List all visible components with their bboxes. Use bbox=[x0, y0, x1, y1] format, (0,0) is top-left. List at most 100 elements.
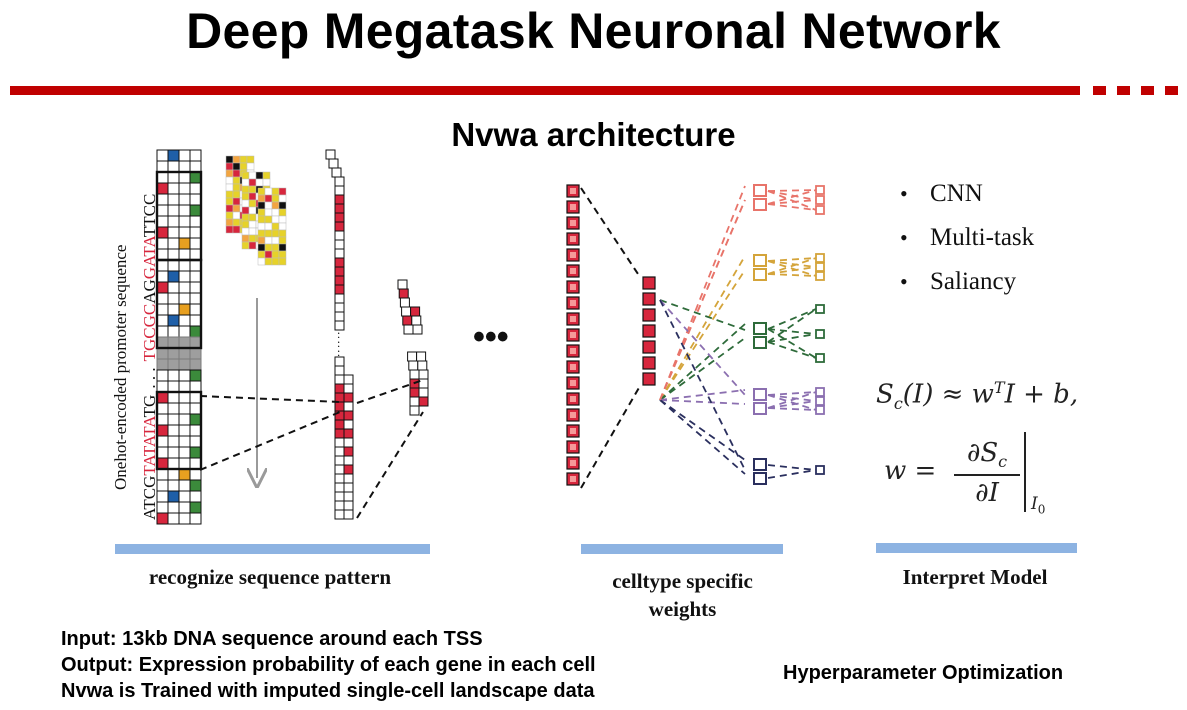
conv-cell bbox=[334, 212, 345, 223]
onehot-cell bbox=[156, 479, 169, 492]
filter-cell bbox=[257, 201, 266, 210]
onehot-cell bbox=[178, 193, 191, 206]
output-connection bbox=[767, 328, 817, 335]
filter-cell bbox=[246, 162, 255, 171]
conv-cell bbox=[334, 239, 345, 250]
onehot-cell bbox=[178, 446, 191, 459]
output-unit bbox=[815, 195, 825, 205]
onehot-cell bbox=[156, 182, 169, 195]
filter-cell bbox=[225, 169, 234, 178]
onehot-cell bbox=[167, 314, 180, 327]
onehot-cell bbox=[178, 512, 191, 525]
onehot-cell bbox=[167, 215, 180, 228]
onehot-cell bbox=[167, 292, 180, 305]
filter-cell bbox=[255, 171, 264, 180]
conv-cell bbox=[334, 437, 345, 448]
output-unit bbox=[815, 185, 825, 195]
filter-cell bbox=[241, 227, 250, 236]
output-connection bbox=[767, 469, 817, 479]
bottleneck-layer bbox=[642, 276, 656, 386]
onehot-cell bbox=[189, 182, 202, 195]
onehot-cell bbox=[178, 479, 191, 492]
dna-sequence-text: ATCGTATATATG. . .TGCGCAGGATATTCC bbox=[140, 194, 159, 520]
filter-cell bbox=[264, 187, 273, 196]
conv-cell bbox=[334, 266, 345, 277]
filter-cell bbox=[271, 222, 280, 231]
dense-unit-core bbox=[570, 460, 576, 466]
output-connection bbox=[767, 190, 817, 211]
onehot-cell bbox=[156, 281, 169, 294]
conv-cell bbox=[334, 203, 345, 214]
continuation-dots: : bbox=[337, 336, 340, 350]
filter-cell bbox=[255, 178, 264, 187]
section-divider bbox=[876, 543, 1077, 553]
conv-cell bbox=[343, 419, 354, 430]
masked-cell bbox=[189, 347, 202, 360]
conv-cell bbox=[343, 437, 354, 448]
info-input: Input: 13kb DNA sequence around each TSS bbox=[61, 628, 483, 650]
output-connection bbox=[767, 273, 817, 277]
filter-cell bbox=[225, 197, 234, 206]
conv-cell bbox=[334, 311, 345, 322]
masked-cell bbox=[156, 358, 169, 371]
onehot-cell bbox=[178, 204, 191, 217]
conv-cell bbox=[334, 248, 345, 259]
onehot-cell bbox=[167, 512, 180, 525]
onehot-cell bbox=[167, 402, 180, 415]
filter-cell bbox=[248, 220, 257, 229]
celltype-connection bbox=[659, 255, 746, 401]
section-divider bbox=[115, 544, 430, 554]
onehot-cell bbox=[167, 149, 180, 162]
output-connection bbox=[767, 394, 817, 411]
filter-cell bbox=[225, 225, 234, 234]
onehot-cell bbox=[178, 237, 191, 250]
celltype-unit bbox=[753, 254, 767, 267]
filter-cell bbox=[239, 155, 248, 164]
title-underline-dash bbox=[1165, 86, 1178, 95]
filter-cell bbox=[241, 185, 250, 194]
onehot-cell bbox=[189, 369, 202, 382]
saliency-formula: Sc(I) ≈ wTI + b, bbox=[876, 378, 1079, 413]
output-unit bbox=[815, 304, 825, 314]
onehot-cell bbox=[189, 325, 202, 338]
onehot-cell bbox=[156, 259, 169, 272]
onehot-cell bbox=[156, 215, 169, 228]
filter-cell bbox=[257, 215, 266, 224]
conv-cell bbox=[411, 315, 422, 326]
filter-cell bbox=[278, 250, 287, 259]
onehot-cell bbox=[189, 281, 202, 294]
onehot-cell bbox=[178, 149, 191, 162]
celltype-unit bbox=[753, 268, 767, 281]
conv-cell bbox=[334, 365, 345, 376]
title-underline-dash bbox=[1093, 86, 1106, 95]
output-connection bbox=[767, 400, 817, 409]
dense-unit-core bbox=[570, 268, 576, 274]
conv-cell bbox=[334, 419, 345, 430]
dense-unit-core bbox=[570, 348, 576, 354]
onehot-cell bbox=[178, 281, 191, 294]
onehot-cell bbox=[189, 457, 202, 470]
onehot-cell bbox=[189, 204, 202, 217]
bottleneck-unit bbox=[642, 292, 656, 306]
filter-cell bbox=[241, 213, 250, 222]
conv-cell bbox=[334, 374, 345, 385]
filter-cell bbox=[248, 199, 257, 208]
onehot-cell bbox=[156, 501, 169, 514]
conv-cell bbox=[402, 315, 413, 326]
conv-cell bbox=[343, 401, 354, 412]
masked-cell bbox=[167, 358, 180, 371]
dense-unit-core bbox=[570, 396, 576, 402]
filter-cell bbox=[232, 190, 241, 199]
continuation-dots: : bbox=[337, 327, 340, 341]
celltype-connection bbox=[659, 299, 746, 471]
filter-cell bbox=[271, 187, 280, 196]
conv-cell bbox=[412, 324, 423, 335]
conv-cell bbox=[334, 221, 345, 232]
conv-cell bbox=[334, 500, 345, 511]
onehot-cell bbox=[178, 226, 191, 239]
onehot-cell bbox=[189, 149, 202, 162]
filter-cell bbox=[241, 220, 250, 229]
dense-unit-core bbox=[570, 412, 576, 418]
onehot-cell bbox=[189, 424, 202, 437]
output-unit bbox=[815, 271, 825, 281]
